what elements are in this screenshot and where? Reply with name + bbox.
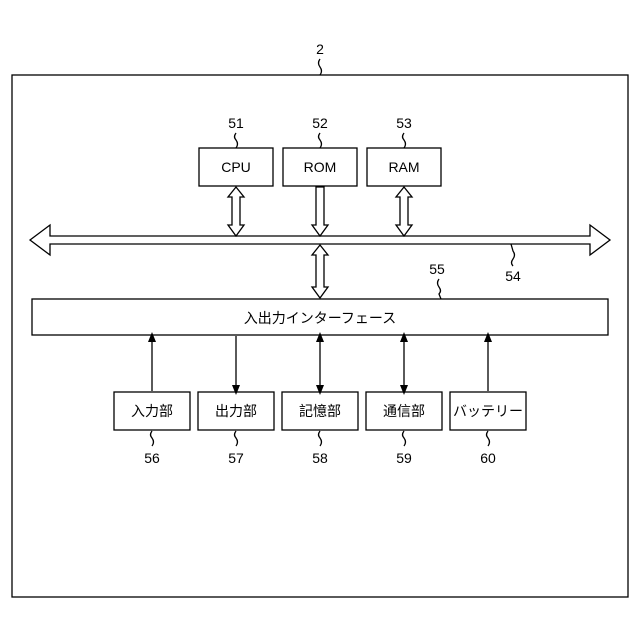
- svg-text:バッテリー: バッテリー: [453, 404, 523, 420]
- bottom-component-battery: バッテリー: [450, 392, 526, 430]
- svg-text:通信部: 通信部: [383, 404, 425, 420]
- cpu-ref-label: 51: [228, 115, 244, 131]
- battery-ref-label: 60: [480, 450, 496, 466]
- bus-ref-label: 54: [505, 268, 521, 284]
- top-component-ram: RAM: [367, 148, 441, 186]
- device-ref-label: 2: [316, 41, 324, 57]
- svg-text:RAM: RAM: [388, 159, 419, 175]
- top-component-cpu: CPU: [199, 148, 273, 186]
- bottom-component-output: 出力部: [198, 392, 274, 430]
- io-interface-box: 入出力インターフェース: [32, 299, 608, 335]
- svg-text:ROM: ROM: [304, 159, 337, 175]
- storage-ref-label: 58: [312, 450, 328, 466]
- rom-ref-label: 52: [312, 115, 328, 131]
- bottom-component-input: 入力部: [114, 392, 190, 430]
- svg-text:入出力インターフェース: 入出力インターフェース: [244, 311, 396, 327]
- ram-ref-label: 53: [396, 115, 412, 131]
- svg-text:出力部: 出力部: [215, 404, 257, 420]
- bottom-component-communication: 通信部: [366, 392, 442, 430]
- output-ref-label: 57: [228, 450, 244, 466]
- device-ref-leader: [319, 59, 322, 75]
- interface-ref-label: 55: [429, 261, 445, 277]
- input-ref-label: 56: [144, 450, 160, 466]
- svg-text:CPU: CPU: [221, 159, 251, 175]
- bottom-component-storage: 記憶部: [282, 392, 358, 430]
- top-component-rom: ROM: [283, 148, 357, 186]
- communication-ref-label: 59: [396, 450, 412, 466]
- svg-text:入力部: 入力部: [131, 404, 173, 420]
- svg-text:記憶部: 記憶部: [299, 403, 341, 420]
